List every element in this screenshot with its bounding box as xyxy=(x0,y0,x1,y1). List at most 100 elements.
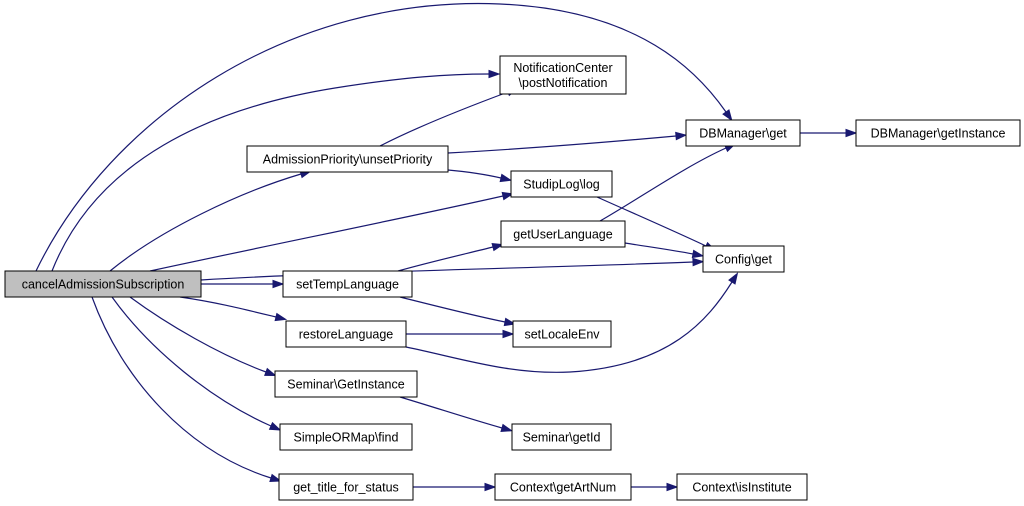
node-label: NotificationCenter xyxy=(513,61,612,75)
arrowhead xyxy=(845,128,858,138)
node-box xyxy=(246,145,449,173)
arrowhead xyxy=(728,272,739,285)
node-db-get[interactable]: DBManager\get xyxy=(685,119,801,147)
edge-line xyxy=(624,242,694,255)
node-label: StudipLog\log xyxy=(523,178,600,192)
call-graph-edges xyxy=(35,2,858,492)
edge-restore-language-to-config-get xyxy=(405,272,739,373)
node-seminar-get-id[interactable]: Seminar\getId xyxy=(511,423,612,451)
edge-unset-priority-to-notification xyxy=(379,87,519,147)
node-label: \postNotification xyxy=(519,76,608,90)
node-box xyxy=(510,170,613,198)
node-context-get-art-num[interactable]: Context\getArtNum xyxy=(494,473,632,501)
edge-root-to-studip-log xyxy=(149,191,515,272)
edge-line xyxy=(596,196,707,247)
node-box xyxy=(282,270,413,298)
edge-line xyxy=(111,296,272,427)
edge-line xyxy=(129,296,267,373)
edge-restore-language-to-set-locale-env xyxy=(406,329,515,339)
node-box xyxy=(676,473,808,501)
arrowhead xyxy=(274,312,288,322)
node-label: restoreLanguage xyxy=(299,328,394,342)
arrowhead xyxy=(499,173,513,183)
node-label: SimpleORMap\find xyxy=(294,431,399,445)
node-set-locale-env[interactable]: setLocaleEnv xyxy=(512,320,612,348)
edge-line xyxy=(405,281,733,373)
edge-get-title-for-status-to-context-get-art-num xyxy=(413,482,497,492)
arrowhead xyxy=(675,131,688,141)
arrowhead xyxy=(503,317,517,327)
arrowhead xyxy=(268,421,282,431)
edge-root-to-unset-priority xyxy=(109,170,313,272)
edge-root-to-db-get xyxy=(35,2,733,272)
node-box xyxy=(500,220,626,248)
edge-line xyxy=(35,2,727,272)
node-box xyxy=(279,423,413,451)
node-restore-language[interactable]: restoreLanguage xyxy=(285,320,407,348)
node-label: DBManager\get xyxy=(699,127,787,141)
arrowhead xyxy=(692,257,705,267)
arrowhead xyxy=(484,482,497,492)
edge-get-user-language-to-config-get xyxy=(624,242,705,259)
node-label: DBManager\getInstance xyxy=(871,127,1006,141)
node-box xyxy=(499,55,627,95)
arrowhead xyxy=(488,69,501,79)
call-graph-nodes: cancelAdmissionSubscription NotificationC… xyxy=(4,55,1021,501)
edge-line xyxy=(599,147,727,222)
node-box xyxy=(685,119,801,147)
node-label: getUserLanguage xyxy=(513,228,612,242)
edge-line xyxy=(109,173,302,272)
node-box xyxy=(285,320,407,348)
edge-unset-priority-to-db-get xyxy=(447,131,688,154)
node-get-user-language[interactable]: getUserLanguage xyxy=(500,220,626,248)
edge-line xyxy=(149,195,504,272)
node-box xyxy=(511,423,612,451)
edge-line xyxy=(399,396,503,429)
edge-root-to-restore-language xyxy=(179,296,288,322)
edge-set-temp-language-to-get-user-language xyxy=(397,242,505,272)
node-label: Config\get xyxy=(715,253,773,267)
node-label: AdmissionPriority\unsetPriority xyxy=(263,153,433,167)
edge-line xyxy=(447,135,677,154)
node-simple-or-map-find[interactable]: SimpleORMap\find xyxy=(279,423,413,451)
node-box xyxy=(274,370,418,398)
arrowhead xyxy=(666,482,679,492)
node-label: setTempLanguage xyxy=(296,278,399,292)
edge-unset-priority-to-studip-log xyxy=(447,169,513,183)
arrowhead xyxy=(722,109,733,122)
node-label: Context\isInstitute xyxy=(692,481,791,495)
arrowhead xyxy=(691,249,705,259)
node-label: setLocaleEnv xyxy=(524,328,600,342)
arrowhead xyxy=(264,367,277,376)
edge-root-to-notification xyxy=(51,69,501,272)
arrowhead xyxy=(491,242,505,252)
arrowhead xyxy=(500,423,514,433)
node-seminar-get-instance[interactable]: Seminar\GetInstance xyxy=(274,370,418,398)
edge-root-to-seminar-get-instance xyxy=(129,296,277,376)
node-set-temp-language[interactable]: setTempLanguage xyxy=(282,270,413,298)
node-label: Seminar\getId xyxy=(523,431,601,445)
node-config-get[interactable]: Config\get xyxy=(702,245,785,273)
edge-root-to-get-title-for-status xyxy=(91,296,282,482)
node-root[interactable]: cancelAdmissionSubscription xyxy=(4,270,202,298)
node-box xyxy=(702,245,785,273)
edge-line xyxy=(200,261,694,281)
edge-db-get-to-db-get-instance xyxy=(800,128,858,138)
node-db-get-instance[interactable]: DBManager\getInstance xyxy=(855,119,1021,147)
edge-line xyxy=(379,91,509,147)
arrowhead xyxy=(272,279,285,289)
node-studip-log[interactable]: StudipLog\log xyxy=(510,170,613,198)
node-label: cancelAdmissionSubscription xyxy=(22,278,185,292)
node-context-is-institute[interactable]: Context\isInstitute xyxy=(676,473,808,501)
arrowhead xyxy=(502,329,515,339)
node-get-title-for-status[interactable]: get_title_for_status xyxy=(278,473,414,501)
arrowhead xyxy=(501,191,515,201)
node-box xyxy=(278,473,414,501)
edge-context-get-art-num-to-context-is-institute xyxy=(631,482,679,492)
edge-set-temp-language-to-set-locale-env xyxy=(399,296,517,327)
edge-line xyxy=(51,73,490,272)
edge-line xyxy=(447,169,502,179)
node-notification[interactable]: NotificationCenter\postNotification xyxy=(499,55,627,95)
node-unset-priority[interactable]: AdmissionPriority\unsetPriority xyxy=(246,145,449,173)
